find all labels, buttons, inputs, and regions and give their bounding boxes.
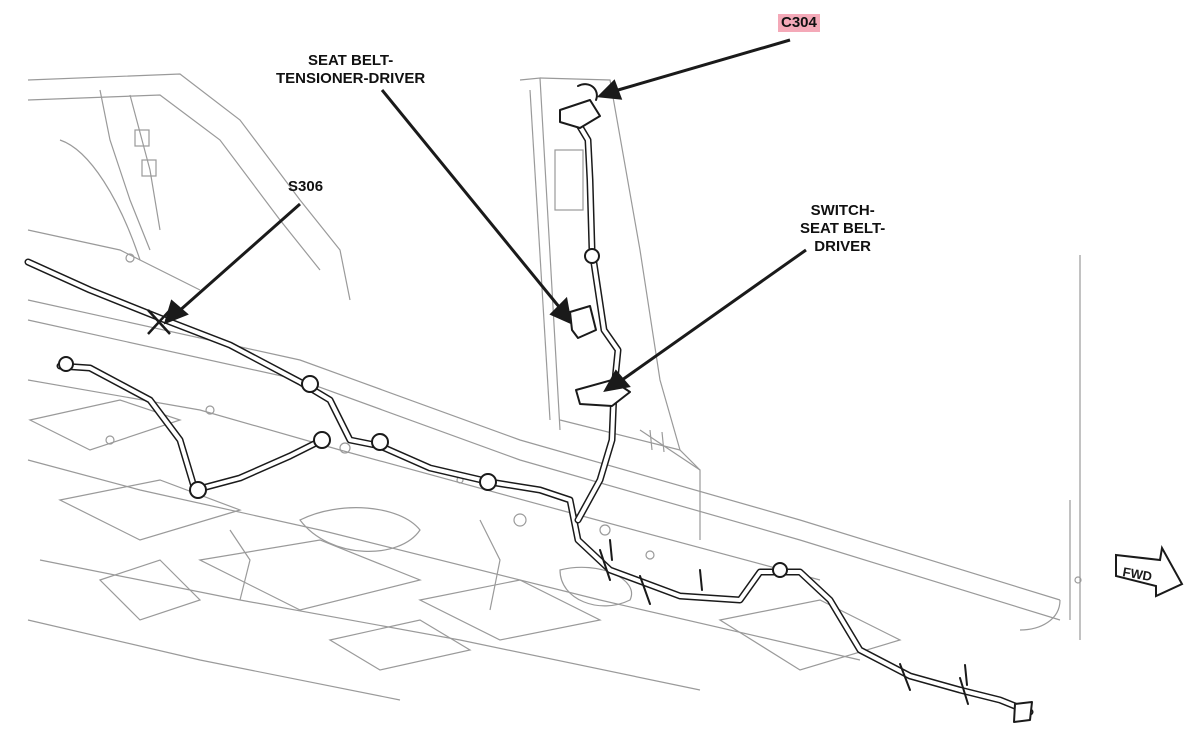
seat-belt-tensioner-driver-label: SEAT BELT- TENSIONER-DRIVER [276,52,425,88]
label-line-2: SEAT BELT- [800,220,886,237]
forward-arrow-label: FWD [1121,564,1153,584]
switch-seat-belt-driver-label: SWITCH- SEAT BELT- DRIVER [800,202,885,256]
label-line-3: DRIVER [814,238,871,255]
splice-s306-label: S306 [288,178,324,195]
label-line-1: SWITCH- [810,202,875,219]
splice-marker [147,309,171,335]
label-line-1: SEAT BELT- [307,52,394,69]
forward-arrow-icon: FWD [1115,545,1184,598]
leader-lines [163,38,807,393]
body-structure [27,73,1082,701]
label-line-2: TENSIONER-DRIVER [276,70,426,87]
wiring-harness [24,83,1034,723]
connector-c304-label: C304 [778,14,820,32]
